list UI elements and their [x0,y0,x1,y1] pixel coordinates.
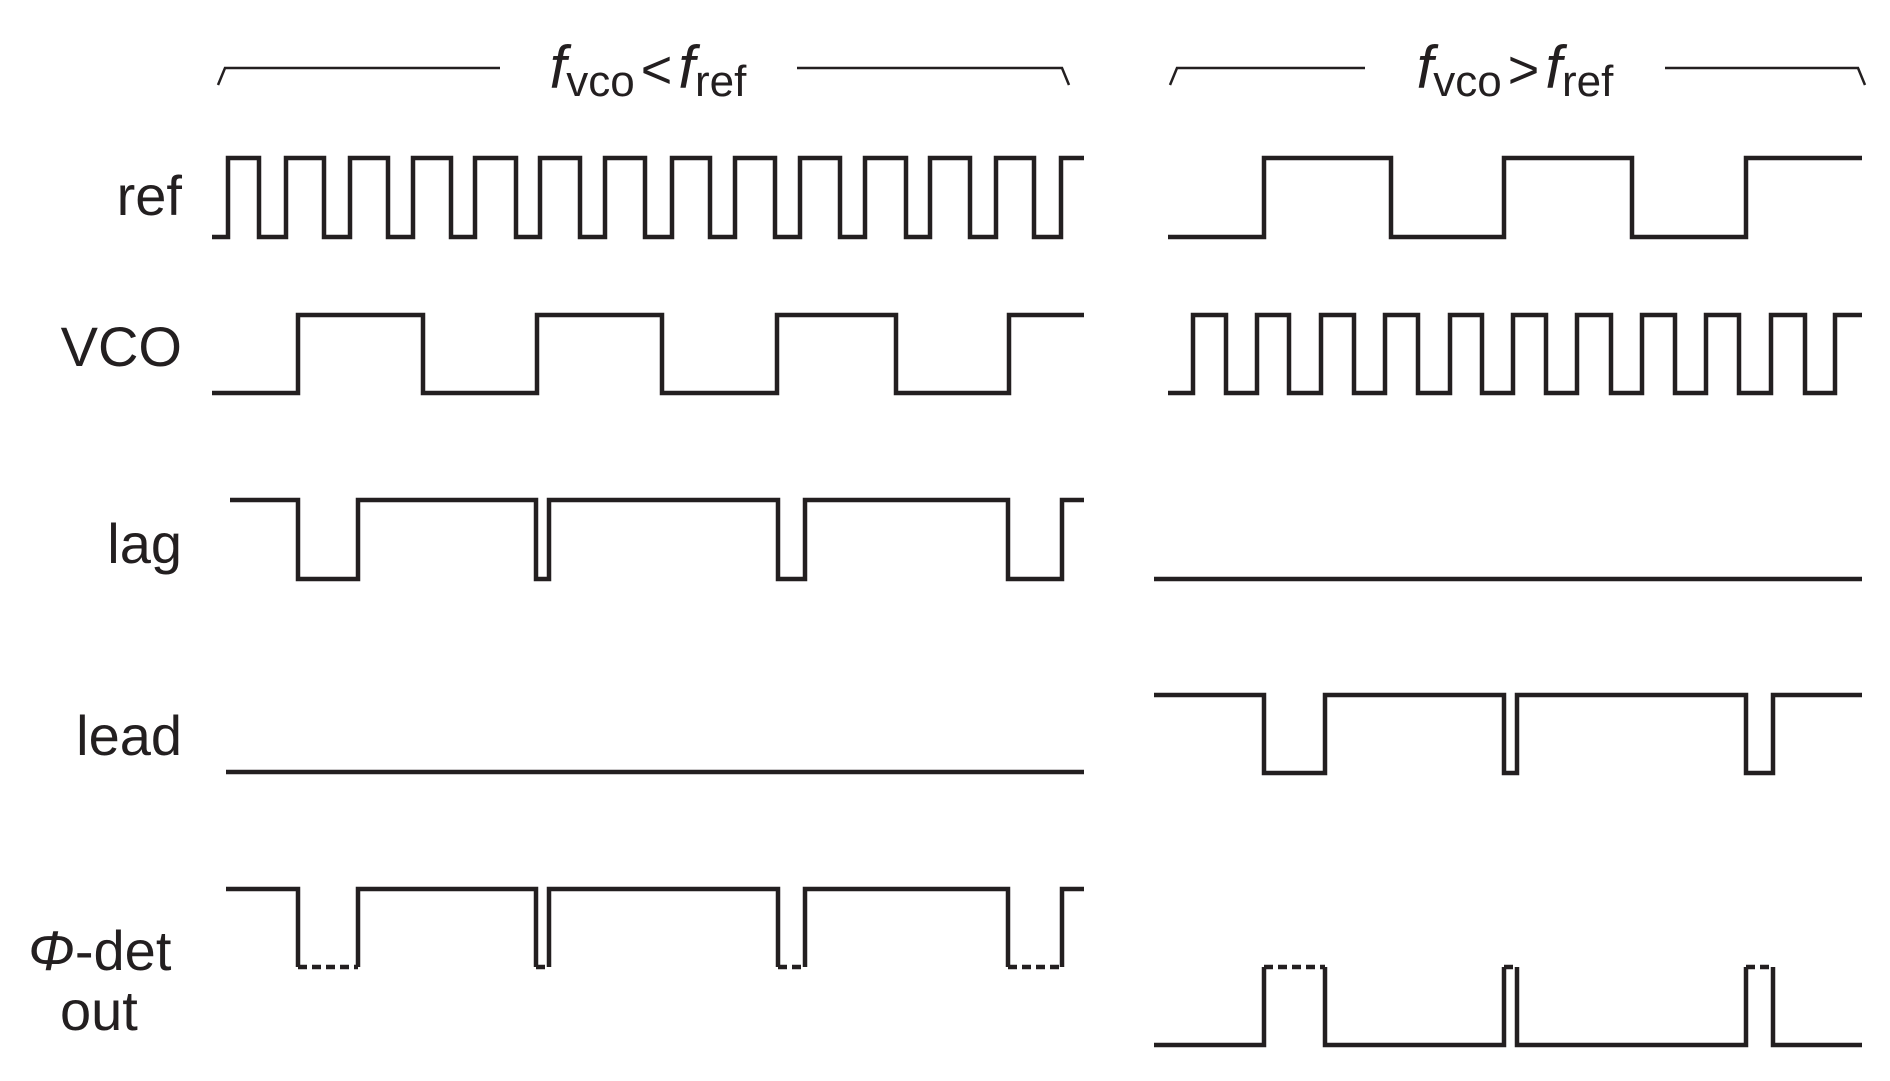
right-vco-waveform [1168,312,1862,396]
row-label-ref: ref [117,164,183,227]
right-ref-waveform [1168,155,1862,240]
left-header-f1: f [550,34,572,101]
right-header-op: > [1508,40,1540,100]
left-phidet-waveform-high [226,886,1084,967]
left-header-sub1: vco [566,57,634,106]
row-label-phidet-line2: out [60,979,138,1042]
left-vco-waveform [212,312,1084,396]
right-header-brace-right [1665,66,1867,86]
row-label-phidet-line1: -det [75,919,172,982]
right-header-f2: f [1545,34,1567,101]
right-header-brace-left [1168,66,1365,86]
row-label-vco: VCO [61,315,182,378]
left-header-brace-right [797,66,1071,86]
right-header-f1: f [1417,34,1439,101]
right-lead-waveform [1154,692,1862,776]
left-ref-waveform [212,155,1084,240]
left-panel-header: fvco<fref [550,34,747,106]
phi-symbol: Φ [28,919,75,982]
right-header-sub2: ref [1562,57,1614,106]
left-header-f2: f [678,34,700,101]
right-phidet-waveform-low [1154,967,1862,1048]
left-header-sub2: ref [695,57,747,106]
right-header-sub1: vco [1433,57,1501,106]
row-label-phidet: Φ-det [28,919,172,982]
left-header-brace-left [216,66,500,86]
row-label-lag: lag [107,512,182,575]
right-panel-header: fvco>fref [1417,34,1614,106]
left-lag-waveform [230,497,1084,582]
left-header-op: < [641,40,673,100]
row-label-lead: lead [76,704,182,767]
